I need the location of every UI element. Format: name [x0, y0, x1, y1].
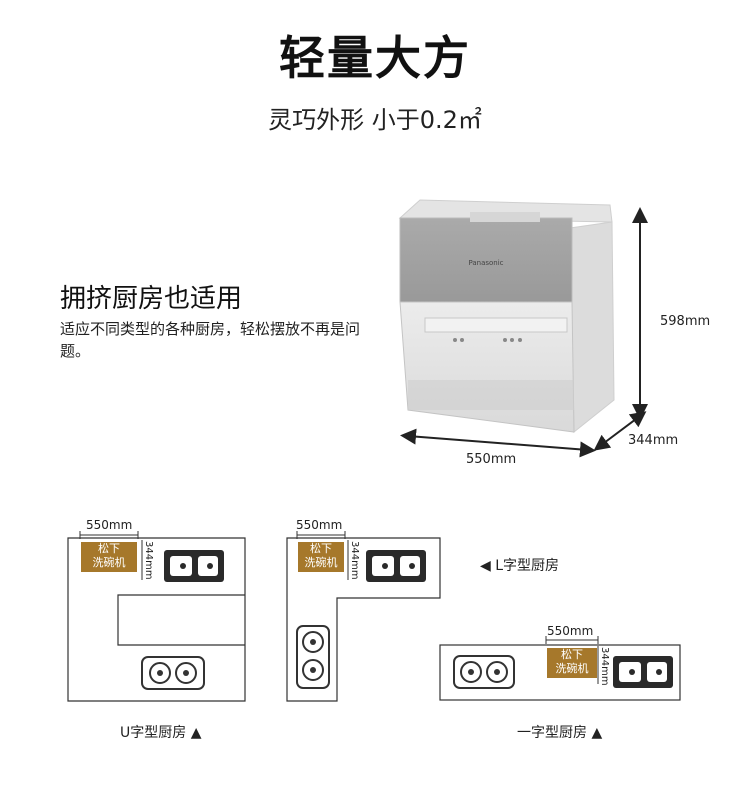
l-depth-label: 344mm [349, 541, 360, 580]
l-dishwasher-line2: 洗碗机 [304, 556, 338, 569]
i-width-label: 550mm [547, 624, 594, 638]
feature-description: 适应不同类型的各种厨房，轻松摆放不再是问题。 [60, 320, 361, 360]
i-kitchen-label: 一字型厨房 ▲ [517, 725, 603, 741]
u-width-label: 550mm [86, 518, 133, 532]
l-dishwasher-box: 松下 洗碗机 [298, 542, 344, 572]
depth-arrow [593, 411, 647, 451]
page-subtitle: 灵巧外形 小于0.2㎡ [268, 106, 482, 134]
width-label: 550mm [466, 452, 517, 467]
l-kitchen-label: ◀ L字型厨房 [480, 558, 560, 574]
i-dishwasher-box: 松下 洗碗机 [547, 648, 597, 678]
l-dishwasher-line1: 松下 [310, 542, 332, 555]
u-depth-label: 344mm [143, 541, 154, 580]
u-dishwasher-line1: 松下 [98, 542, 120, 555]
l-kitchen-diagram [286, 531, 441, 702]
u-kitchen-label: U字型厨房 ▲ [120, 725, 202, 741]
i-dishwasher-line1: 松下 [561, 648, 583, 661]
width-arrow [400, 428, 596, 458]
brand-logo: Panasonic [468, 259, 503, 267]
u-dishwasher-line2: 洗碗机 [92, 556, 126, 569]
i-depth-label: 344mm [599, 647, 610, 686]
page-title: 轻量大方 [279, 31, 471, 85]
l-width-label: 550mm [296, 518, 343, 532]
i-dishwasher-line2: 洗碗机 [555, 662, 589, 675]
feature-heading: 拥挤厨房也适用 [60, 284, 243, 314]
u-dishwasher-box: 松下 洗碗机 [81, 542, 137, 572]
dishwasher-image: Panasonic [398, 199, 615, 434]
height-label: 598mm [660, 314, 711, 329]
u-kitchen-diagram [67, 531, 246, 702]
depth-label: 344mm [628, 433, 679, 448]
